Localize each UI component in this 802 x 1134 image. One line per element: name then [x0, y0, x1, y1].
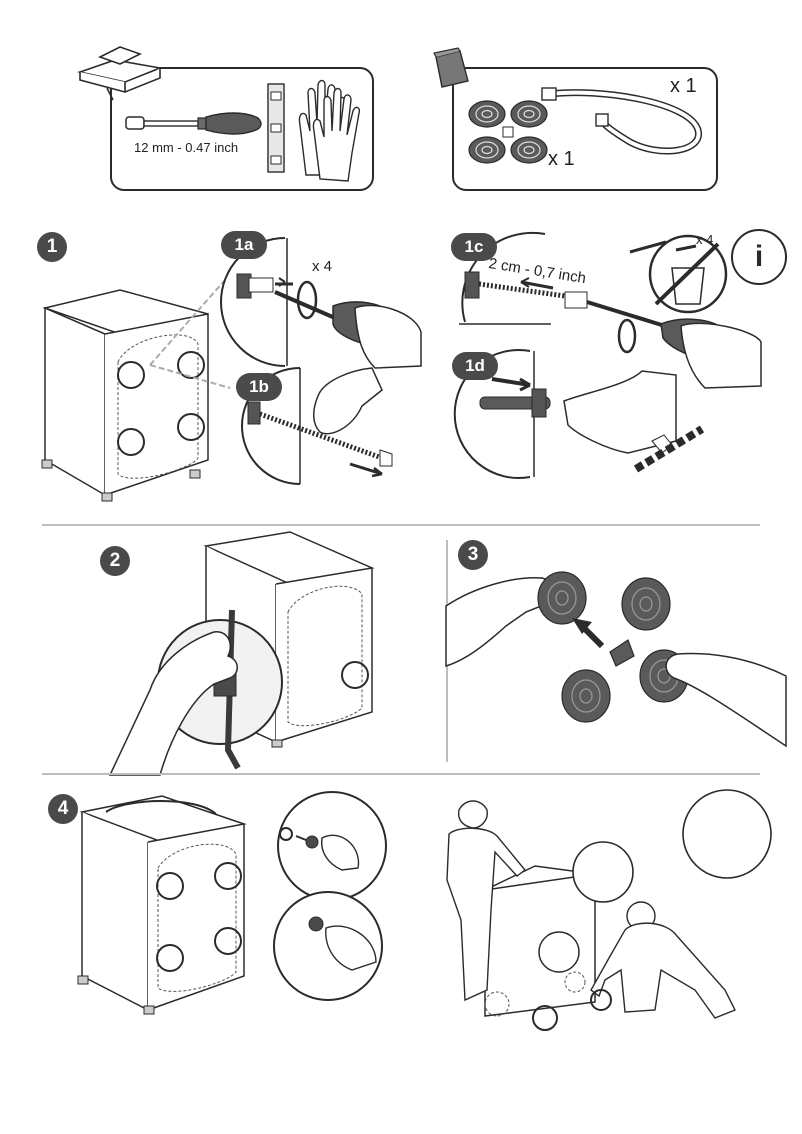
- washer-back-step1: [41, 289, 209, 502]
- step-1d-badge: 1d: [452, 352, 498, 380]
- info-symbol: i: [754, 240, 764, 273]
- section-divider-2: [42, 773, 760, 775]
- step-2-badge: 2: [100, 546, 130, 576]
- washer-back-step4: [77, 795, 247, 1015]
- detail-2-circle: [108, 609, 283, 776]
- kit-box: [452, 67, 718, 191]
- step-1c-badge: 1c: [451, 233, 497, 261]
- zoom-lines-step1: [149, 279, 231, 389]
- step-1a-repeat: x 4: [312, 258, 333, 275]
- detail-4-circles: [273, 791, 387, 1001]
- spirit-level-icon: [267, 83, 285, 173]
- inlet-hose-icon: [541, 87, 702, 155]
- pads-quantity: x 1: [548, 148, 575, 170]
- two-person-lift: [446, 789, 772, 1031]
- bag-icon: [433, 47, 469, 88]
- detail-1d-circle: [453, 349, 705, 479]
- section-divider-1: [42, 524, 760, 526]
- info-icon: i: [731, 229, 787, 285]
- detail-1a-circle: [220, 237, 422, 369]
- hose-quantity: x 1: [670, 75, 697, 97]
- step-3-badge: 3: [458, 540, 488, 570]
- wrench-size-label: 12 mm - 0.47 inch: [134, 140, 239, 155]
- gloves-icon: [298, 79, 361, 182]
- step-1c-repeat: x 4: [696, 232, 714, 247]
- step-4-badge: 4: [48, 794, 78, 824]
- screwdriver-icon: [125, 112, 262, 135]
- step-1-badge: 1: [37, 232, 67, 262]
- anti-vibration-pads-icon: [468, 100, 548, 164]
- detail-1c-circle: [459, 231, 762, 389]
- pads-assembly-step3: [445, 571, 787, 748]
- step-1a-badge: 1a: [221, 231, 267, 259]
- bin-symbol: [629, 234, 728, 314]
- step-1b-badge: 1b: [236, 373, 282, 401]
- toolbox-icon: [77, 46, 163, 101]
